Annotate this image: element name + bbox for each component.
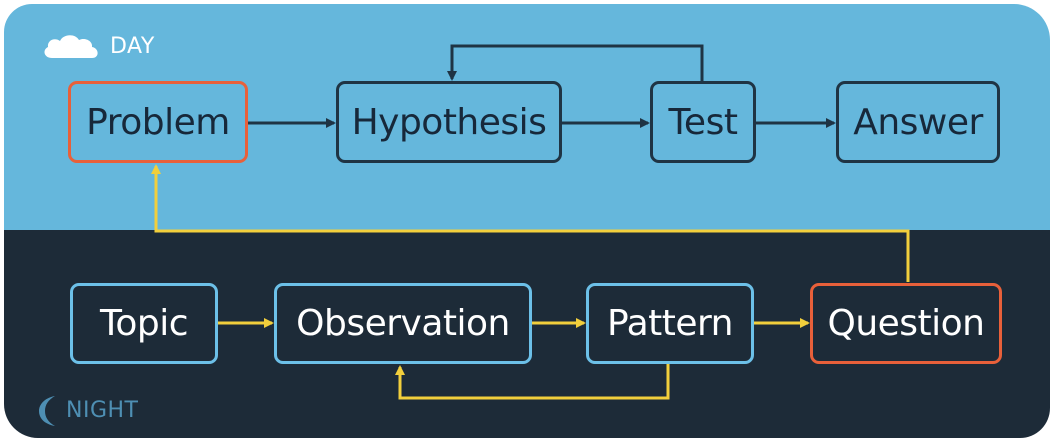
node-question: Question xyxy=(810,283,1002,364)
node-observation: Observation xyxy=(274,283,532,364)
node-topic: Topic xyxy=(70,283,218,364)
node-pattern: Pattern xyxy=(586,283,754,364)
node-hypothesis: Hypothesis xyxy=(336,81,562,163)
node-answer: Answer xyxy=(836,81,1000,163)
arrow-pattern-loop-to-observation xyxy=(395,364,670,400)
cloud-icon xyxy=(44,35,98,58)
arrow-test-loop-to-hypothesis xyxy=(447,44,704,81)
moon-icon xyxy=(39,396,55,426)
night-label: NIGHT xyxy=(66,398,139,423)
node-problem: Problem xyxy=(68,81,248,163)
day-label: DAY xyxy=(110,34,155,59)
node-test: Test xyxy=(650,81,756,163)
arrow-question-to-problem xyxy=(151,164,910,282)
